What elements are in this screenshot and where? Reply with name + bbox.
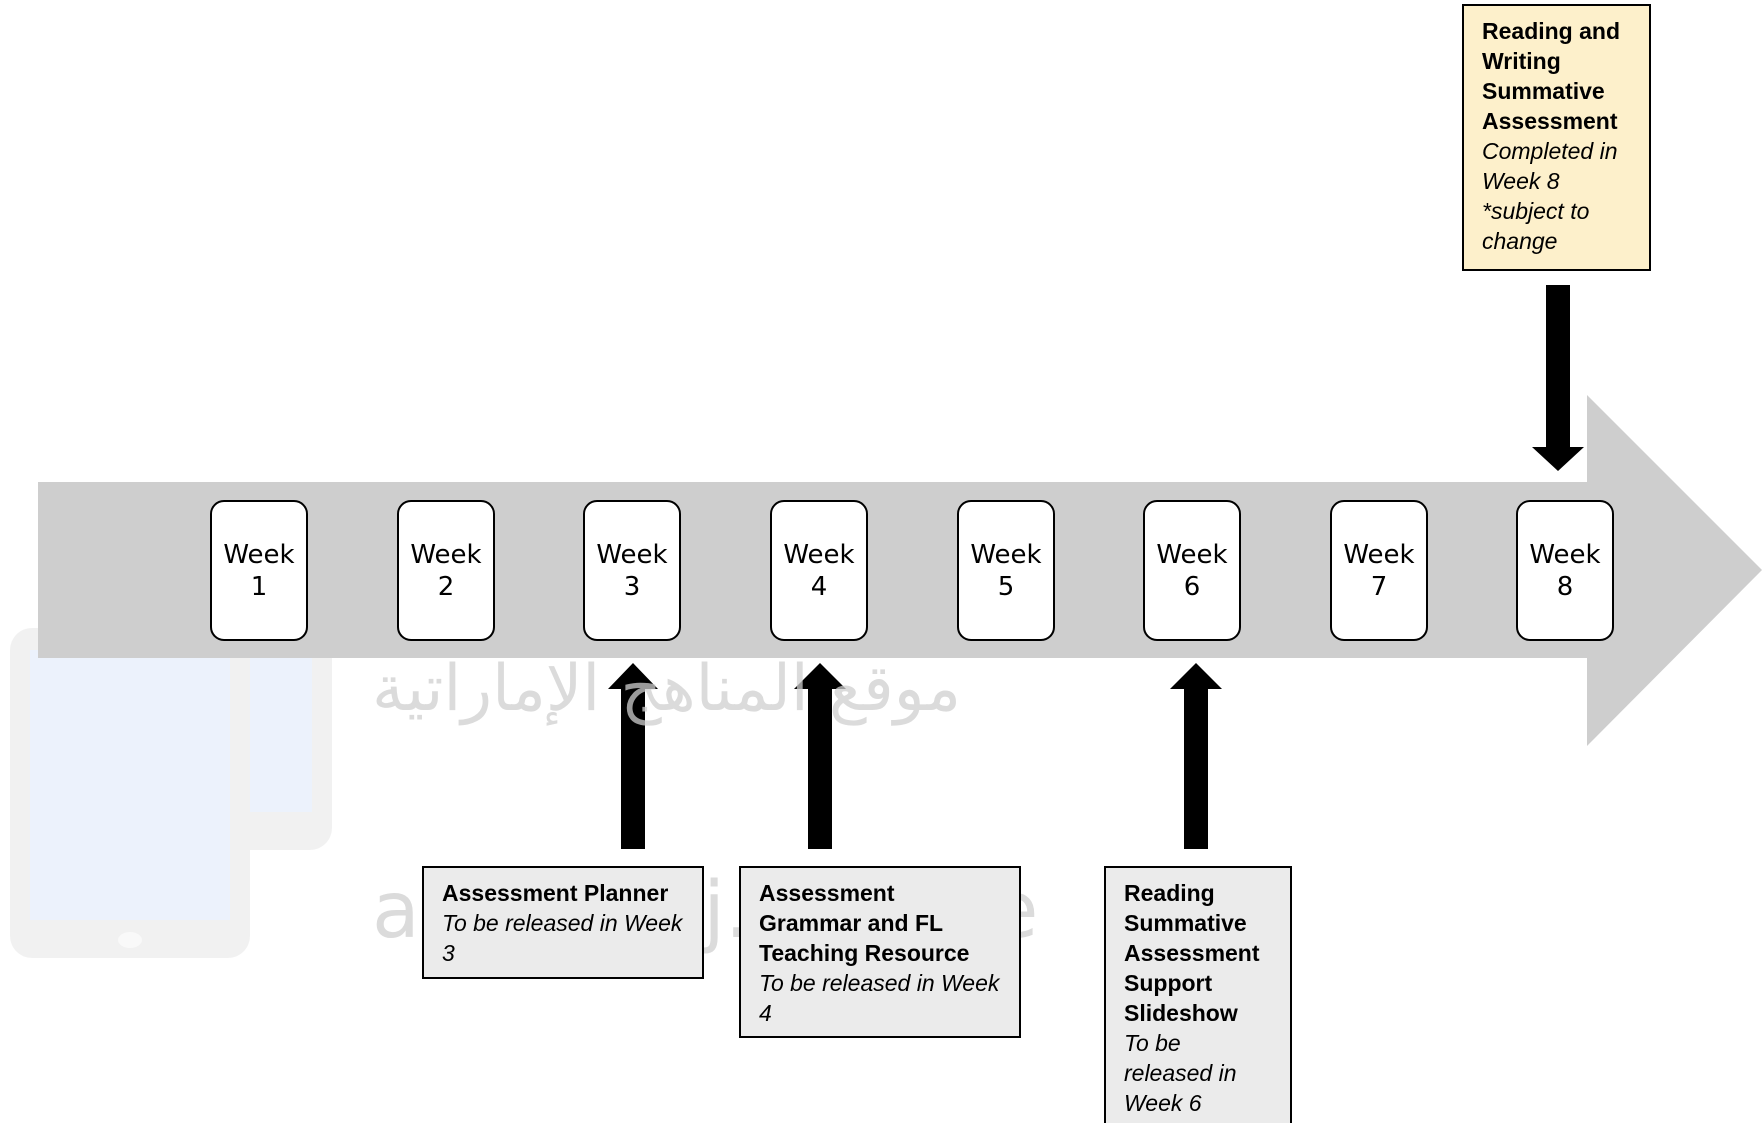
- week-number: 8: [1556, 571, 1574, 602]
- note-title: Reading Summative Assessment Support Sli…: [1124, 880, 1260, 1026]
- down-arrow-week-8: [1532, 285, 1584, 471]
- reading-slideshow-note: Reading Summative Assessment Support Sli…: [1104, 866, 1292, 1123]
- week-label: Week: [783, 539, 855, 570]
- week-label: Week: [970, 539, 1042, 570]
- note-subtitle: To be released in Week 6: [1124, 1030, 1237, 1116]
- week-label: Week: [1343, 539, 1415, 570]
- note-subtitle: Completed in Week 8 *subject to change: [1482, 138, 1618, 254]
- week-label: Week: [1156, 539, 1228, 570]
- week-number: 2: [437, 571, 455, 602]
- week-number: 1: [250, 571, 268, 602]
- week-label: Week: [1529, 539, 1601, 570]
- note-title: Reading and Writing Summative Assessment: [1482, 18, 1621, 134]
- grammar-resource-note: Assessment Grammar and FL Teaching Resou…: [739, 866, 1021, 1038]
- week-box-4: Week 4: [770, 500, 868, 641]
- note-title: Assessment Grammar and FL Teaching Resou…: [759, 880, 970, 966]
- week-label: Week: [410, 539, 482, 570]
- week-number: 6: [1183, 571, 1201, 602]
- week-label: Week: [596, 539, 668, 570]
- up-arrow-week-6: [1170, 663, 1222, 849]
- week-box-5: Week 5: [957, 500, 1055, 641]
- week-number: 3: [623, 571, 641, 602]
- week-box-2: Week 2: [397, 500, 495, 641]
- up-arrow-week-3: [608, 663, 658, 849]
- week-number: 4: [810, 571, 828, 602]
- week-box-8: Week 8: [1516, 500, 1614, 641]
- week-box-7: Week 7: [1330, 500, 1428, 641]
- week-box-6: Week 6: [1143, 500, 1241, 641]
- note-title: Assessment Planner: [442, 880, 669, 906]
- note-subtitle: To be released in Week 3: [442, 910, 683, 966]
- timeline-band: [38, 395, 1762, 746]
- up-arrow-week-4: [794, 663, 846, 849]
- summative-assessment-note: Reading and Writing Summative Assessment…: [1462, 4, 1651, 271]
- week-number: 7: [1370, 571, 1388, 602]
- week-box-3: Week 3: [583, 500, 681, 641]
- watermark-arabic-line2: موقع المناهج الإماراتية: [372, 652, 962, 726]
- week-number: 5: [997, 571, 1015, 602]
- week-box-1: Week 1: [210, 500, 308, 641]
- assessment-planner-note: Assessment Planner To be released in Wee…: [422, 866, 704, 979]
- note-subtitle: To be released in Week 4: [759, 970, 1000, 1026]
- week-label: Week: [223, 539, 295, 570]
